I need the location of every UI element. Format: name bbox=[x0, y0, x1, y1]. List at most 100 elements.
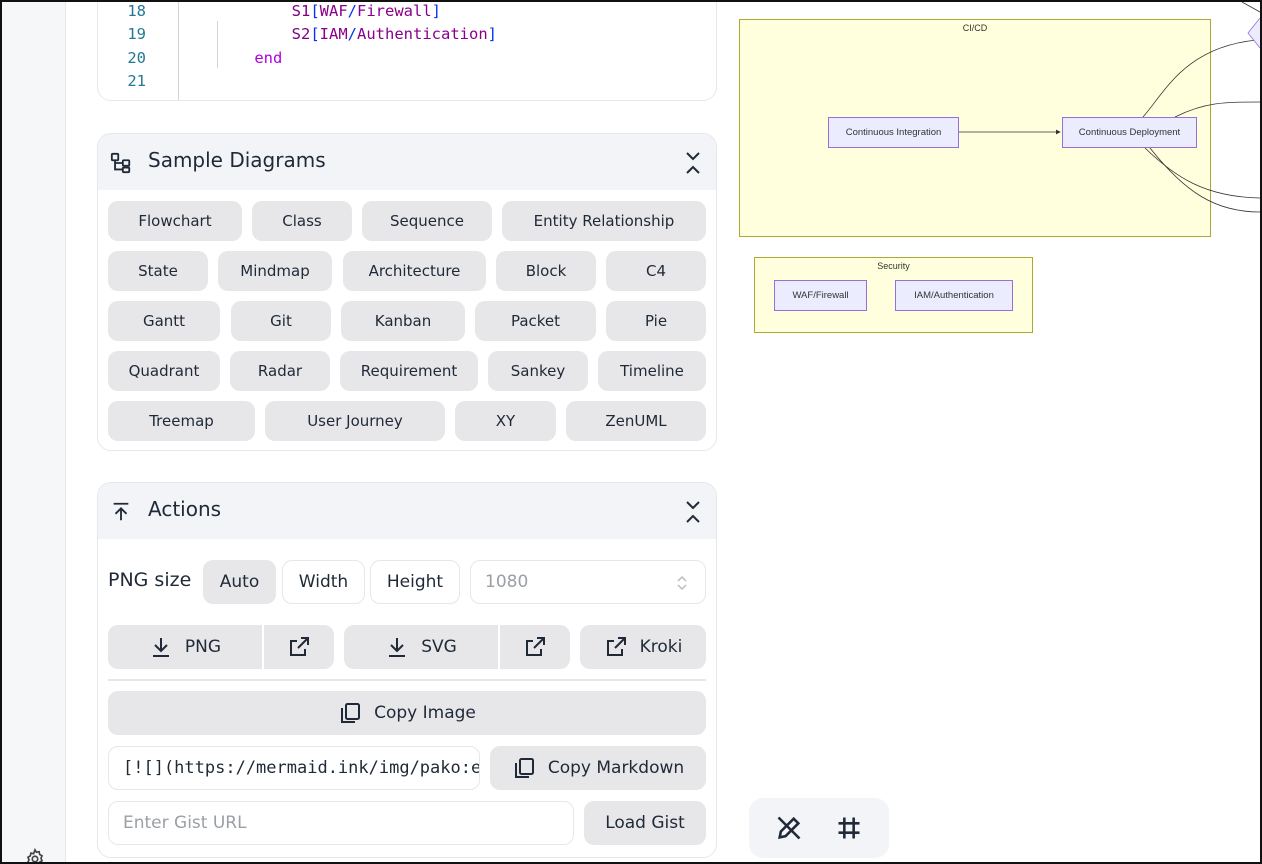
chip-requirement[interactable]: Requirement bbox=[340, 351, 478, 391]
markdown-value: [![](https://mermaid.ink/img/pako:eNq bbox=[123, 758, 480, 778]
chip-flowchart[interactable]: Flowchart bbox=[108, 201, 242, 241]
code-token: IAM bbox=[319, 25, 348, 43]
diagram-preview[interactable]: CI/CD Security Continuous Integration Co… bbox=[735, 2, 1260, 602]
line-number: 19 bbox=[127, 25, 146, 43]
chip-timeline[interactable]: Timeline bbox=[598, 351, 706, 391]
code-token: / bbox=[347, 25, 358, 43]
chip-sankey[interactable]: Sankey bbox=[488, 351, 588, 391]
pencil-off-icon[interactable] bbox=[775, 814, 803, 842]
node-waf-firewall: WAF/Firewall bbox=[774, 280, 867, 311]
code-token: [ bbox=[310, 25, 320, 43]
chip-quadrant[interactable]: Quadrant bbox=[108, 351, 220, 391]
grid-icon[interactable] bbox=[835, 814, 863, 842]
code-indent bbox=[217, 49, 254, 67]
copy-image-label: Copy Image bbox=[374, 703, 476, 723]
code-indent bbox=[217, 25, 292, 43]
kroki-button[interactable]: Kroki bbox=[580, 625, 706, 669]
gist-url-placeholder: Enter Gist URL bbox=[123, 813, 247, 833]
node-iam-authentication: IAM/Authentication bbox=[895, 280, 1013, 311]
left-rail bbox=[2, 2, 66, 864]
actions-panel: Actions bbox=[97, 482, 717, 858]
code-text: S1[WAF/Firewall] bbox=[217, 0, 441, 23]
chip-xy[interactable]: XY bbox=[455, 401, 556, 441]
collapse-icon[interactable] bbox=[684, 499, 702, 525]
cluster-cicd-label: CI/CD bbox=[962, 23, 988, 33]
gear-icon[interactable] bbox=[24, 848, 46, 864]
indent-guide bbox=[217, 21, 218, 68]
chip-entity-relationship[interactable]: Entity Relationship bbox=[502, 201, 706, 241]
actions-header[interactable]: Actions bbox=[98, 483, 716, 539]
chip-state[interactable]: State bbox=[108, 251, 208, 291]
actions-title: Actions bbox=[148, 497, 222, 521]
chip-architecture[interactable]: Architecture bbox=[343, 251, 486, 291]
chip-git[interactable]: Git bbox=[231, 301, 331, 341]
download-png-label: PNG bbox=[184, 637, 222, 657]
size-input[interactable]: 1080 bbox=[470, 560, 706, 604]
chip-c4[interactable]: C4 bbox=[606, 251, 706, 291]
diagram-edges bbox=[959, 2, 1260, 213]
download-icon bbox=[152, 638, 169, 657]
download-png-button[interactable]: PNG bbox=[108, 625, 262, 669]
download-svg-button[interactable]: SVG bbox=[344, 625, 498, 669]
code-token: / bbox=[347, 1, 358, 20]
chip-mindmap[interactable]: Mindmap bbox=[218, 251, 332, 291]
chip-packet[interactable]: Packet bbox=[475, 301, 596, 341]
external-link-icon bbox=[526, 637, 545, 656]
code-line[interactable]: 18 S1[WAF/Firewall] bbox=[98, 0, 716, 23]
open-svg-button[interactable] bbox=[500, 625, 570, 669]
line-number: 20 bbox=[127, 48, 146, 67]
stepper-icon[interactable] bbox=[675, 573, 689, 593]
gist-url-input[interactable]: Enter Gist URL bbox=[108, 801, 574, 845]
external-link-icon bbox=[606, 637, 626, 656]
chip-block[interactable]: Block bbox=[496, 251, 596, 291]
edge-top-right bbox=[1241, 2, 1260, 13]
markdown-input[interactable]: [![](https://mermaid.ink/img/pako:eNq bbox=[108, 746, 480, 790]
copy-markdown-button[interactable]: Copy Markdown bbox=[490, 746, 706, 790]
chip-gantt[interactable]: Gantt bbox=[108, 301, 220, 341]
sample-diagrams-title: Sample Diagrams bbox=[148, 148, 326, 172]
editor-gutter-divider bbox=[178, 0, 179, 100]
size-auto-button[interactable]: Auto bbox=[203, 560, 276, 604]
cluster-security-label: Security bbox=[877, 261, 910, 271]
node-continuous-deployment: Continuous Deployment bbox=[1062, 117, 1197, 148]
upload-icon bbox=[113, 502, 129, 521]
sample-diagrams-header[interactable]: Sample Diagrams bbox=[98, 134, 716, 190]
node-continuous-integration: Continuous Integration bbox=[828, 117, 959, 148]
code-token: ] bbox=[431, 1, 442, 20]
node-partial-right bbox=[1247, 17, 1260, 49]
copy-image-button[interactable]: Copy Image bbox=[108, 691, 706, 735]
copy-markdown-label: Copy Markdown bbox=[547, 758, 685, 778]
edge-cd-out-2 bbox=[1174, 101, 1260, 118]
open-png-button[interactable] bbox=[264, 625, 334, 669]
code-token: Authentication bbox=[357, 25, 488, 43]
line-number: 18 bbox=[127, 1, 146, 20]
size-width-button[interactable]: Width bbox=[282, 560, 365, 604]
code-indent bbox=[217, 2, 292, 20]
external-link-icon bbox=[290, 637, 309, 656]
code-line[interactable]: 20 end bbox=[98, 46, 716, 70]
chip-radar[interactable]: Radar bbox=[230, 351, 330, 391]
download-svg-label: SVG bbox=[421, 637, 457, 657]
png-size-label: PNG size bbox=[108, 569, 192, 591]
download-icon bbox=[389, 638, 406, 657]
edge-cd-out-4 bbox=[1149, 147, 1260, 213]
code-token: end bbox=[254, 48, 283, 67]
chip-user-journey[interactable]: User Journey bbox=[265, 401, 445, 441]
chip-zenuml[interactable]: ZenUML bbox=[566, 401, 706, 441]
size-height-button[interactable]: Height bbox=[370, 560, 460, 604]
code-line[interactable]: 21 bbox=[98, 69, 716, 93]
code-token: ] bbox=[487, 25, 498, 43]
code-line[interactable]: 19 S2[IAM/Authentication] bbox=[98, 22, 716, 46]
chip-pie[interactable]: Pie bbox=[606, 301, 706, 341]
line-number: 21 bbox=[127, 72, 146, 90]
load-gist-button[interactable]: Load Gist bbox=[584, 801, 706, 845]
chip-kanban[interactable]: Kanban bbox=[341, 301, 465, 341]
chip-class[interactable]: Class bbox=[252, 201, 352, 241]
code-editor[interactable]: 17 subgraph Security18 S1[WAF/Firewall]1… bbox=[97, 0, 717, 101]
chip-sequence[interactable]: Sequence bbox=[362, 201, 492, 241]
collapse-icon[interactable] bbox=[684, 150, 702, 176]
code-token: WAF bbox=[319, 1, 348, 20]
chip-treemap[interactable]: Treemap bbox=[108, 401, 255, 441]
kroki-label: Kroki bbox=[639, 637, 683, 657]
code-text: end bbox=[217, 46, 282, 70]
